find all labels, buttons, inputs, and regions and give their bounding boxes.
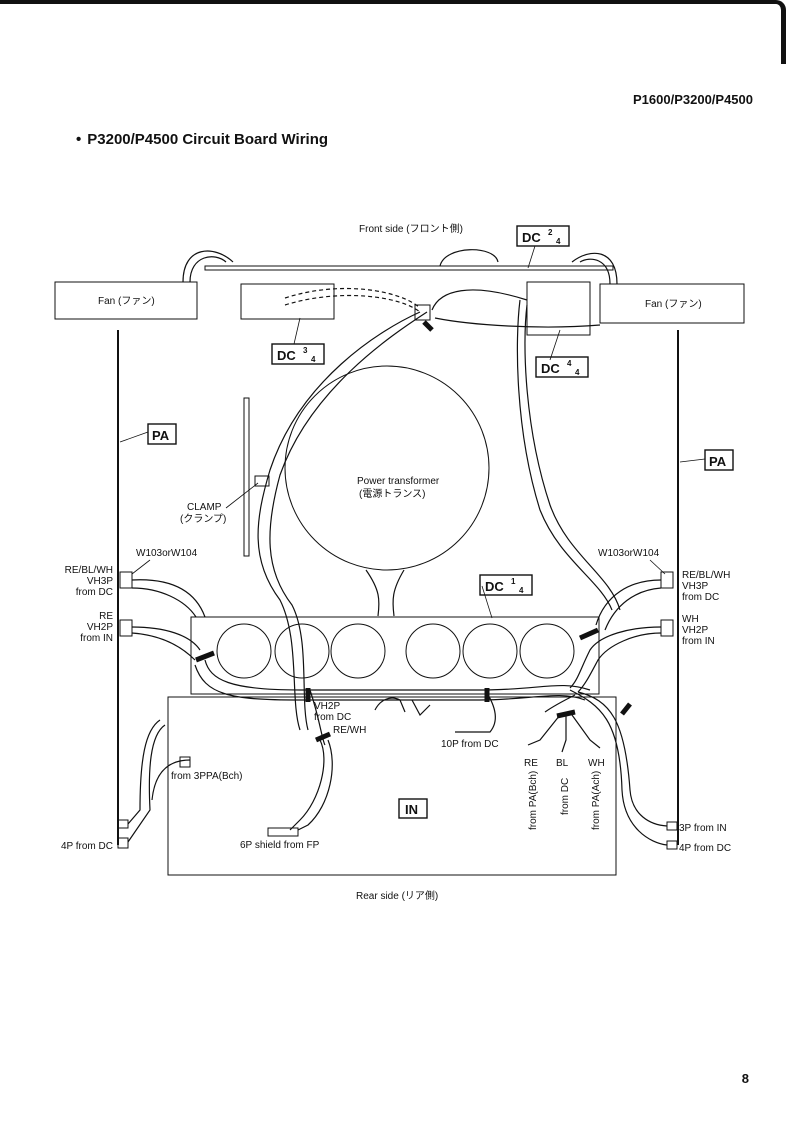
front-side-label: Front side (フロント側) [359,222,463,235]
dc-3-4-tag: DC [277,348,296,363]
top-border [0,0,772,4]
svg-text:BL: BL [556,758,569,769]
left-w-ref: W103orW104 [136,548,198,559]
svg-text:VH2P: VH2P [87,622,113,633]
svg-text:WH: WH [682,614,699,625]
svg-text:1: 1 [511,577,516,586]
svg-text:from DC: from DC [314,712,351,723]
page-number: 8 [741,1071,749,1086]
rear-side-label: Rear side (リア側) [356,889,438,902]
svg-text:RE/WH: RE/WH [333,725,366,736]
svg-text:RE: RE [99,611,113,622]
fan-left [54,281,198,320]
model-number: P1600/P3200/P4500 [633,92,753,107]
svg-text:4: 4 [556,237,561,246]
svg-text:2: 2 [548,228,553,237]
dc-3-4-board [240,283,335,320]
dc-2-4-tag: DC [522,230,541,245]
svg-text:6P shield from FP: 6P shield from FP [240,840,320,851]
fan-right [599,283,745,324]
fan-left-label: Fan (ファン) [98,296,155,307]
svg-text:3: 3 [303,346,308,355]
svg-text:4: 4 [567,359,572,368]
fan-right-label: Fan (ファン) [645,299,702,310]
right-w-ref: W103orW104 [598,548,660,559]
clamp-post [243,397,250,557]
pa-right-tag: PA [709,454,727,469]
svg-text:from IN: from IN [80,633,113,644]
svg-text:VH2P: VH2P [314,701,340,712]
title-bullet: • [76,131,82,148]
svg-text:4: 4 [575,368,580,377]
svg-text:from PA(Bch): from PA(Bch) [528,771,539,830]
in-tag: IN [405,802,418,817]
power-transformer [284,365,490,571]
svg-text:VH2P: VH2P [682,625,708,636]
svg-text:RE/BL/WH: RE/BL/WH [682,570,730,581]
svg-text:from DC: from DC [682,592,719,603]
pa-left-tag: PA [152,428,170,443]
svg-text:RE: RE [524,758,538,769]
svg-text:3P from IN: 3P from IN [679,823,727,834]
front-panel [204,265,614,271]
svg-text:4: 4 [519,586,524,595]
dc-4-4-tag: DC [541,361,560,376]
top-corner-border [772,0,786,64]
page-title: • P3200/P4500 Circuit Board Wiring [76,131,328,148]
dc-1-4-tag: DC [485,579,504,594]
svg-text:from DC: from DC [76,587,113,598]
svg-text:from PA(Ach): from PA(Ach) [591,771,602,830]
svg-text:(電源トランス): (電源トランス) [359,487,425,500]
svg-text:VH3P: VH3P [87,576,113,587]
svg-text:4: 4 [311,355,316,364]
svg-text:VH3P: VH3P [682,581,708,592]
dc-1-4-board [190,616,600,695]
in-board [167,696,617,876]
clamp-label: CLAMP [187,502,222,513]
svg-text:from IN: from IN [682,636,715,647]
svg-text:(クランプ): (クランプ) [180,513,226,525]
svg-text:from 3PPA(Bch): from 3PPA(Bch) [171,771,243,782]
svg-text:4P from DC: 4P from DC [679,843,731,854]
transformer-label: Power transformer [357,476,440,487]
svg-text:from DC: from DC [560,778,571,815]
svg-text:WH: WH [588,758,605,769]
svg-text:4P from DC: 4P from DC [61,841,113,852]
svg-text:RE/BL/WH: RE/BL/WH [65,565,113,576]
title-text: P3200/P4500 Circuit Board Wiring [87,131,329,148]
svg-text:10P from DC: 10P from DC [441,739,499,750]
